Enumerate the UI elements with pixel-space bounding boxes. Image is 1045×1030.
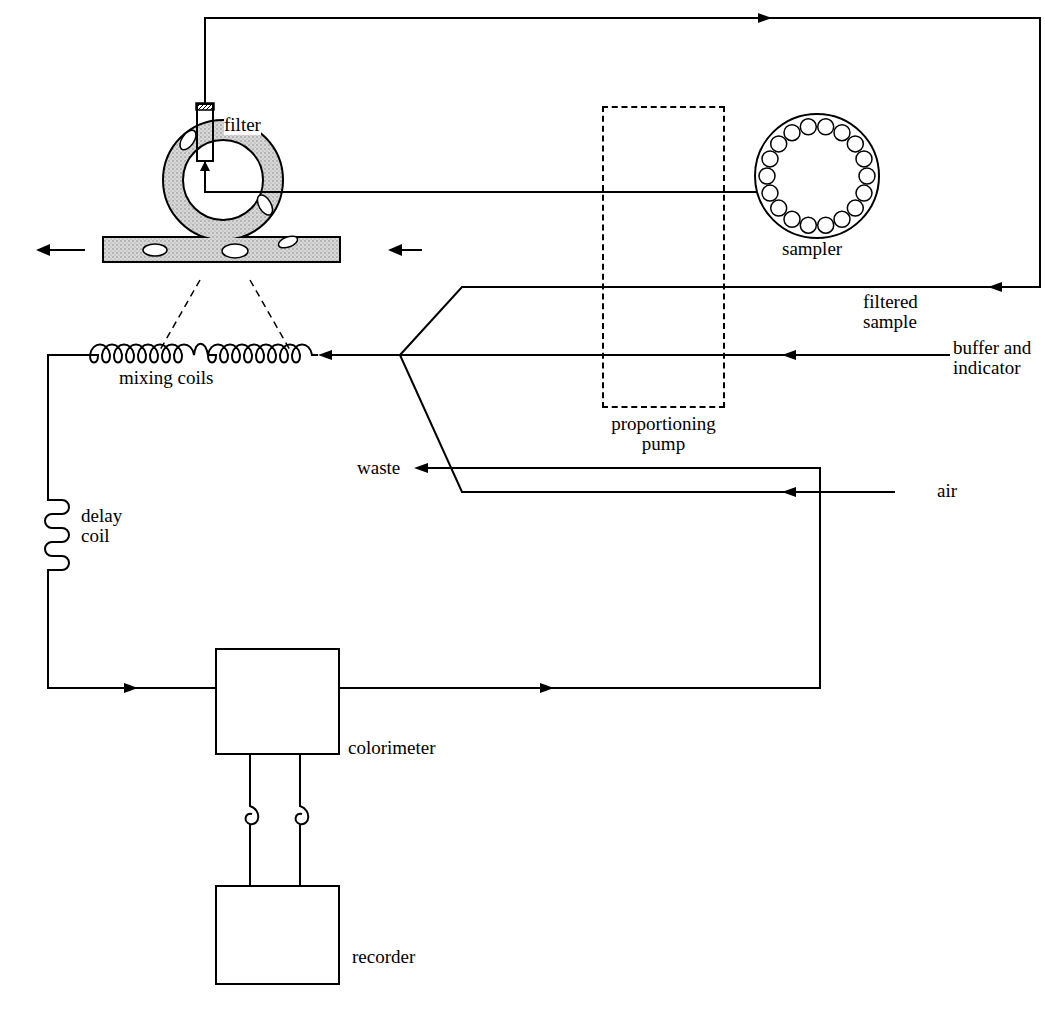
flow-label: buffer and indicator [952, 338, 1042, 378]
filter-cartridge: filter [196, 103, 214, 162]
flow-label: filtered sample [862, 292, 944, 332]
recorder-box: recorder [215, 885, 340, 985]
flow-line [205, 162, 757, 192]
flow-label: mixing coils [118, 368, 214, 388]
signal-cable [246, 755, 309, 885]
node-label: sampler [782, 239, 842, 259]
node-label: proportioning pump [596, 414, 731, 454]
node-label: recorder [352, 947, 415, 967]
sampler-turntable: sampler [752, 111, 882, 263]
proportioning-pump: proportioning pump [602, 106, 725, 408]
colorimeter-box: colorimeter [215, 648, 340, 755]
node-label: colorimeter [348, 738, 436, 758]
node-label: filter [224, 115, 261, 135]
flow-label: waste [356, 458, 401, 478]
flow-label: delay coil [80, 506, 137, 546]
mixing-coil-windings [78, 344, 318, 363]
sampler-wheel [752, 111, 882, 241]
flow-label: air [936, 481, 958, 501]
